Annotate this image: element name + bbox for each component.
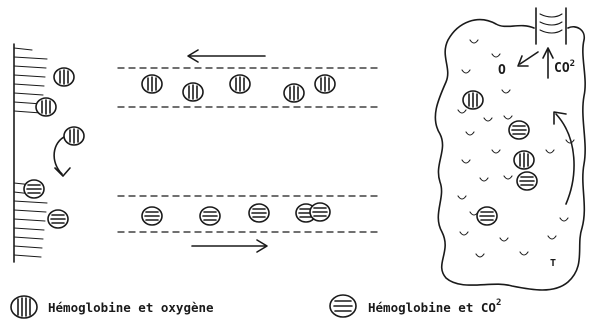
tissue-texture-mark xyxy=(458,110,466,113)
lung-hatch-line xyxy=(14,237,43,239)
lung-hatch-line xyxy=(14,84,44,86)
legend-oxy-swatch xyxy=(11,296,37,318)
vessel-oxy-cell xyxy=(230,75,250,93)
o2-arrow xyxy=(518,52,538,66)
tissue-oxy-cell xyxy=(463,91,483,109)
tissue-curved-arrow xyxy=(554,112,574,204)
tissue-texture-mark xyxy=(560,218,568,221)
legend-co2-swatch xyxy=(330,295,356,317)
tissue-texture-mark xyxy=(546,150,554,153)
co2-label: CO2 xyxy=(554,59,575,76)
vessel-oxy-cell xyxy=(142,75,162,93)
lung-oxy-cell xyxy=(64,127,84,145)
vessel-co2-cell xyxy=(200,207,220,225)
co2-arrow xyxy=(543,48,553,78)
lung-hatch-line xyxy=(14,66,46,68)
tissue-texture-mark xyxy=(480,178,488,181)
tissue-texture-mark xyxy=(462,70,470,73)
legend-oxy-label: Hémoglobine et oxygène xyxy=(48,300,214,315)
tissue-texture-mark xyxy=(470,40,478,43)
tissue-co2-cell xyxy=(517,172,537,190)
lung-hatch-line xyxy=(14,255,41,257)
tissue-mark: T xyxy=(550,258,556,269)
tissue-texture-mark xyxy=(458,196,466,199)
vessel-co2-cell xyxy=(142,207,162,225)
lung-hatch-line xyxy=(14,246,42,248)
lung-hatch-line xyxy=(14,75,45,77)
lower-vessel-cells xyxy=(142,203,330,225)
lung-hatch-line xyxy=(14,201,47,203)
lung-hatch-line xyxy=(14,210,46,212)
legend-co2-label: Hémoglobine et CO2 xyxy=(368,298,501,315)
lung-co2-cell xyxy=(24,180,44,198)
tissue-texture-mark xyxy=(492,150,500,153)
tissue-texture-mark xyxy=(492,54,500,57)
lung-hatch-line xyxy=(14,219,45,221)
tissue-texture-mark xyxy=(548,236,556,239)
upper-vessel-cells xyxy=(142,75,335,102)
tissue-texture-mark xyxy=(500,238,508,241)
tissue-texture-mark xyxy=(466,132,474,135)
lung-hatch-line xyxy=(14,48,32,50)
vessel-co2-cell xyxy=(249,204,269,222)
tissue-texture-mark xyxy=(484,118,492,121)
tissue-co2-cell xyxy=(509,121,529,139)
tissue-texture-mark xyxy=(460,232,468,235)
lung-co2-cell xyxy=(48,210,68,228)
vessel-oxy-cell xyxy=(183,83,203,101)
tissue-texture-mark xyxy=(504,176,512,179)
lung-hatch-line xyxy=(14,93,43,95)
tissue-texture-mark xyxy=(504,116,512,119)
lung-hatch-line xyxy=(14,57,47,59)
vessel-oxy-cell xyxy=(284,84,304,102)
tissue-region xyxy=(435,8,585,290)
lung-oxy-cell xyxy=(54,68,74,86)
tissue-mixed-cell xyxy=(514,151,534,169)
tissue-co2-cell xyxy=(477,207,497,225)
vessel-co2-cell xyxy=(310,203,330,221)
lung-oxy-cell xyxy=(36,98,56,116)
tissue-texture-mark xyxy=(476,254,484,257)
tissue-texture-mark xyxy=(502,90,510,93)
tissue-texture-mark xyxy=(520,252,528,255)
tissue-texture-mark xyxy=(462,160,470,163)
o2-label: O xyxy=(498,63,506,78)
lung-hatch-line xyxy=(14,228,44,230)
vessel-oxy-cell xyxy=(315,75,335,93)
lung-wall xyxy=(14,44,47,262)
